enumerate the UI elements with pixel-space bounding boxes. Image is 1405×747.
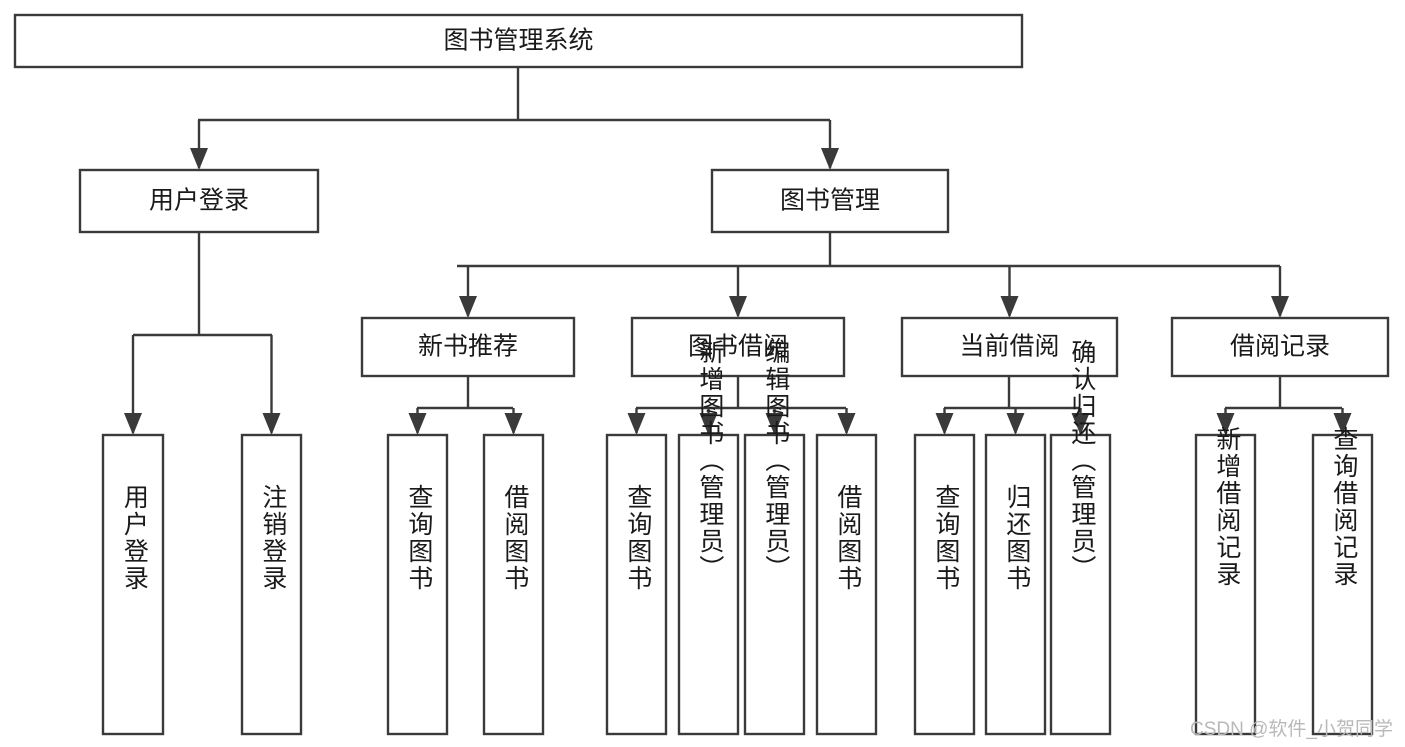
node-leaf-borrow-book-2-label: 借阅图书 xyxy=(834,484,863,592)
node-root-system-box[interactable] xyxy=(13,13,1024,69)
arrow-head-icon-leaf-add-book-admin xyxy=(699,413,718,435)
node-current-borrow-box[interactable] xyxy=(900,316,1119,378)
node-root-system-label: 图书管理系统 xyxy=(443,27,593,55)
node-new-book-recommend[interactable]: 新书推荐 xyxy=(360,316,576,378)
node-leaf-query-book-2[interactable]: 查询图书 xyxy=(605,433,668,736)
node-leaf-user-logout[interactable]: 注销登录 xyxy=(240,433,303,736)
node-book-management[interactable]: 图书管理 xyxy=(710,168,950,234)
arrow-head-icon-user-login xyxy=(190,148,208,170)
node-leaf-query-book-1-box[interactable] xyxy=(386,433,449,736)
node-leaf-edit-book-admin[interactable]: 编辑图书（管理员） xyxy=(743,339,806,736)
node-leaf-query-book-3-label: 查询图书 xyxy=(932,484,961,592)
node-leaf-return-book-label: 归还图书 xyxy=(1003,484,1032,592)
node-leaf-query-book-1-label: 查询图书 xyxy=(405,484,434,592)
node-book-borrow-label: 图书借阅 xyxy=(688,333,788,361)
node-leaf-add-book-admin-label: 新增图书（管理员） xyxy=(696,339,725,582)
node-leaf-add-borrow-record[interactable]: 新增借阅记录 xyxy=(1194,426,1257,736)
arrow-head-icon-leaf-edit-book-admin xyxy=(765,413,784,435)
node-user-login-box[interactable] xyxy=(78,168,320,234)
arrow-head-icon-leaf-add-borrow-record xyxy=(1216,413,1235,435)
node-leaf-query-borrow-record-label: 查询借阅记录 xyxy=(1330,426,1359,588)
arrow-head-icon-leaf-confirm-return-admin xyxy=(1071,413,1090,435)
node-leaf-add-borrow-record-box[interactable] xyxy=(1194,433,1257,736)
arrow-head-icon-leaf-return-book xyxy=(1006,413,1025,435)
arrow-head-icon-borrow-record xyxy=(1271,296,1289,318)
node-new-book-recommend-box[interactable] xyxy=(360,316,576,378)
node-borrow-record-box[interactable] xyxy=(1170,316,1390,378)
node-book-borrow-box[interactable] xyxy=(630,316,846,378)
node-current-borrow[interactable]: 当前借阅 xyxy=(900,316,1119,378)
node-leaf-query-borrow-record[interactable]: 查询借阅记录 xyxy=(1311,426,1374,736)
node-user-login-label: 用户登录 xyxy=(149,187,249,215)
node-leaf-return-book[interactable]: 归还图书 xyxy=(984,433,1047,736)
arrow-head-icon-leaf-borrow-book-1 xyxy=(504,413,523,435)
nodes-layer: 图书管理系统用户登录图书管理新书推荐图书借阅当前借阅借阅记录用户登录注销登录查询… xyxy=(13,13,1390,736)
node-leaf-query-book-2-box[interactable] xyxy=(605,433,668,736)
node-leaf-borrow-book-2-box[interactable] xyxy=(815,433,878,736)
node-leaf-borrow-book-1-box[interactable] xyxy=(482,433,545,736)
arrow-head-icon-leaf-user-logout xyxy=(262,413,281,435)
node-leaf-user-logout-label: 注销登录 xyxy=(259,484,288,592)
arrow-head-icon-new-book-recommend xyxy=(459,296,477,318)
node-leaf-query-book-2-label: 查询图书 xyxy=(624,484,653,592)
node-leaf-borrow-book-1[interactable]: 借阅图书 xyxy=(482,433,545,736)
node-leaf-user-login[interactable]: 用户登录 xyxy=(101,433,165,736)
node-book-borrow[interactable]: 图书借阅 xyxy=(630,316,846,378)
node-leaf-edit-book-admin-box[interactable] xyxy=(743,433,806,736)
arrow-head-icon-leaf-query-borrow-record xyxy=(1333,413,1352,435)
arrow-head-icon-leaf-query-book-2 xyxy=(627,413,646,435)
node-leaf-return-book-box[interactable] xyxy=(984,433,1047,736)
node-leaf-query-book-3[interactable]: 查询图书 xyxy=(913,433,976,736)
node-leaf-query-borrow-record-box[interactable] xyxy=(1311,433,1374,736)
arrow-head-icon-leaf-query-book-1 xyxy=(408,413,427,435)
node-leaf-add-borrow-record-label: 新增借阅记录 xyxy=(1213,426,1242,588)
node-leaf-edit-book-admin-label: 编辑图书（管理员） xyxy=(762,339,791,582)
node-current-borrow-label: 当前借阅 xyxy=(959,333,1059,361)
node-book-management-label: 图书管理 xyxy=(780,187,880,215)
node-leaf-user-login-label: 用户登录 xyxy=(120,484,149,592)
node-leaf-confirm-return-admin-box[interactable] xyxy=(1049,433,1112,736)
node-leaf-user-logout-box[interactable] xyxy=(240,433,303,736)
node-leaf-confirm-return-admin-label: 确认归还（管理员） xyxy=(1068,339,1097,582)
node-user-login[interactable]: 用户登录 xyxy=(78,168,320,234)
node-borrow-record[interactable]: 借阅记录 xyxy=(1170,316,1390,378)
node-book-management-box[interactable] xyxy=(710,168,950,234)
arrow-head-icon-leaf-user-login xyxy=(124,413,142,435)
node-leaf-confirm-return-admin[interactable]: 确认归还（管理员） xyxy=(1049,339,1112,736)
arrow-head-icon-leaf-query-book-3 xyxy=(935,413,954,435)
node-leaf-query-book-3-box[interactable] xyxy=(913,433,976,736)
connectors-layer xyxy=(124,67,1352,435)
arrow-head-icon-current-borrow xyxy=(1000,296,1019,318)
node-leaf-borrow-book-2[interactable]: 借阅图书 xyxy=(815,433,878,736)
arrow-head-icon-leaf-borrow-book-2 xyxy=(837,413,856,435)
node-leaf-borrow-book-1-label: 借阅图书 xyxy=(501,484,530,592)
node-leaf-user-login-box[interactable] xyxy=(101,433,165,736)
node-new-book-recommend-label: 新书推荐 xyxy=(418,333,518,361)
node-leaf-add-book-admin-box[interactable] xyxy=(677,433,740,736)
node-leaf-query-book-1[interactable]: 查询图书 xyxy=(386,433,449,736)
arrow-head-icon-book-borrow xyxy=(729,296,747,318)
node-root-system[interactable]: 图书管理系统 xyxy=(13,13,1024,69)
node-leaf-add-book-admin[interactable]: 新增图书（管理员） xyxy=(677,339,740,736)
arrow-head-icon-book-management xyxy=(821,148,839,170)
node-borrow-record-label: 借阅记录 xyxy=(1230,333,1330,361)
